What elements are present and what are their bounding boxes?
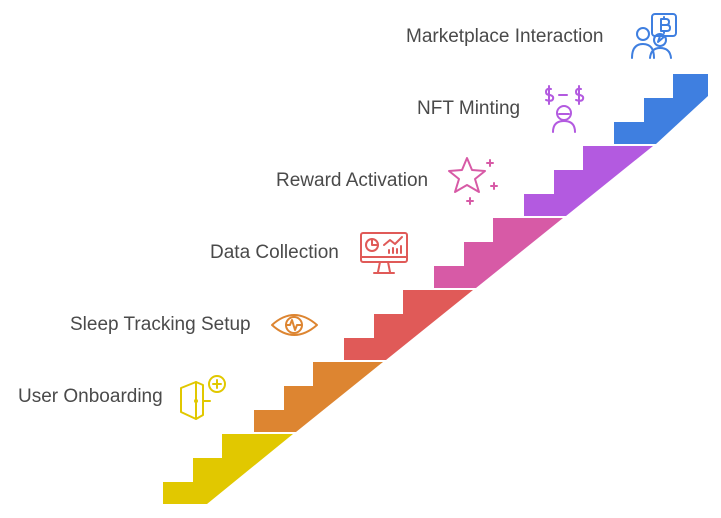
step-label-marketplace-interaction: Marketplace Interaction: [406, 26, 604, 47]
step-label-user-onboarding: User Onboarding: [18, 386, 163, 407]
stair-segment-user-onboarding: [163, 434, 293, 504]
stair-segment-sleep-tracking-setup: [254, 362, 383, 432]
step-label-nft-minting: NFT Minting: [417, 98, 521, 119]
stair-segment-marketplace-interaction: [614, 74, 708, 144]
stair-tread: [614, 74, 708, 144]
step-label-data-collection: Data Collection: [210, 242, 339, 263]
stair-segment-nft-minting: [524, 146, 653, 216]
step-label-reward-activation: Reward Activation: [276, 170, 429, 191]
stair-tread: [254, 362, 383, 432]
stair-tread: [163, 434, 293, 504]
stair-segment-reward-activation: [434, 218, 563, 288]
stair-segment-data-collection: [344, 290, 473, 360]
monitor-chart-icon: [360, 232, 408, 274]
door-plus-icon: [180, 375, 226, 420]
sparkle-star-icon: [448, 157, 498, 205]
stair-tread: [434, 218, 563, 288]
step-label-sleep-tracking-setup: Sleep Tracking Setup: [70, 314, 251, 335]
stair-tread: [524, 146, 653, 216]
eye-pulse-icon: [271, 314, 318, 336]
person-dollar-icon: [545, 85, 585, 133]
stair-tread: [344, 290, 473, 360]
people-bitcoin-icon: [631, 13, 677, 59]
